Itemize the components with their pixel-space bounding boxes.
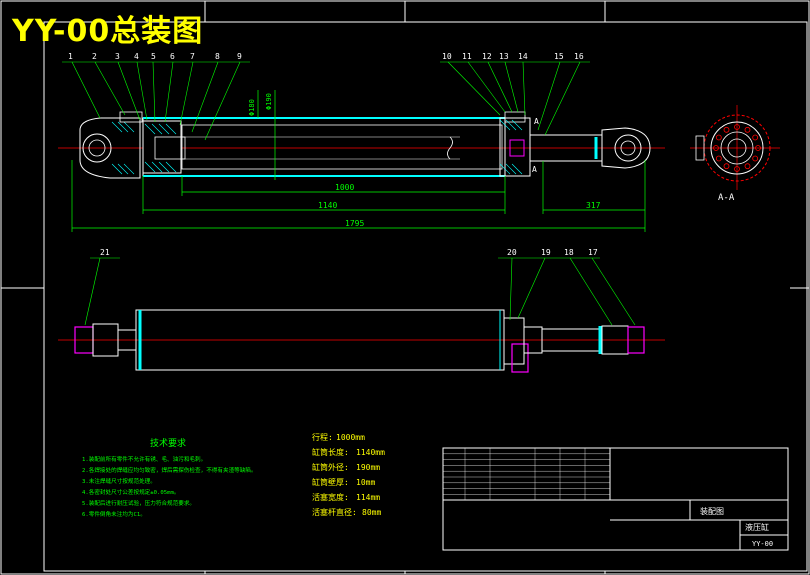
bolt-hole bbox=[752, 134, 759, 141]
title-block-drawing-name: 液压缸 bbox=[745, 522, 769, 532]
bolt-hole bbox=[723, 163, 730, 170]
tech-requirement-item: 1.装配前所有零件不允许有锈、毛、油污和毛刺。 bbox=[82, 455, 206, 463]
part-number: 7 bbox=[190, 52, 195, 61]
outside-view bbox=[58, 309, 665, 373]
section-a-a-bolts bbox=[713, 124, 761, 172]
part-number: 5 bbox=[151, 52, 156, 61]
bolt-hole bbox=[734, 166, 740, 172]
specifications: 行程: 1000mm 缸筒长度: 1140mm 缸筒外径: 190mm 缸筒壁厚… bbox=[312, 432, 385, 517]
part-numbers-bottom: 21 20 19 18 17 bbox=[100, 248, 598, 257]
spec-label: 缸筒壁厚: bbox=[312, 477, 349, 487]
spec-label: 活塞宽度: bbox=[312, 492, 349, 502]
dimension-lines-top bbox=[71, 90, 646, 232]
part-number: 2 bbox=[92, 52, 97, 61]
spec-value: 114mm bbox=[356, 493, 380, 502]
part-number: 13 bbox=[499, 52, 509, 61]
part-number: 17 bbox=[588, 248, 598, 257]
section-a-a-label: A-A bbox=[718, 193, 735, 203]
bolt-hole bbox=[723, 126, 730, 133]
bolt-hole bbox=[715, 134, 722, 141]
dim-stroke: 1000 bbox=[335, 183, 354, 192]
section-marker-bottom: A bbox=[532, 165, 537, 174]
part-number: 15 bbox=[554, 52, 564, 61]
spec-label: 行程: bbox=[312, 432, 333, 442]
dim-total-length: 1795 bbox=[345, 219, 364, 228]
spec-value: 10mm bbox=[356, 478, 375, 487]
spec-label: 活塞杆直径: bbox=[312, 507, 357, 517]
bolt-hole bbox=[713, 145, 719, 151]
section-a-a-view bbox=[690, 105, 780, 190]
spec-value: 1140mm bbox=[356, 448, 385, 457]
drawing-title: YY-00总装图 bbox=[12, 14, 204, 49]
dim-diameter-outer: Φ190 bbox=[265, 93, 273, 110]
part-number: 9 bbox=[237, 52, 242, 61]
title-block-drawing-number: YY-00 bbox=[752, 540, 773, 548]
part-number: 18 bbox=[564, 248, 574, 257]
dim-rod-extension: 317 bbox=[586, 201, 601, 210]
spec-label: 缸筒外径: bbox=[312, 462, 349, 472]
tech-requirement-item: 4.各密封处尺寸公差按规定±0.05mm。 bbox=[82, 488, 179, 496]
bolt-hole bbox=[752, 155, 759, 162]
part-number: 4 bbox=[134, 52, 139, 61]
part-number: 14 bbox=[518, 52, 528, 61]
part-number: 8 bbox=[215, 52, 220, 61]
part-numbers-top: 1 2 3 4 5 6 7 8 9 10 11 12 13 14 15 16 bbox=[68, 52, 584, 61]
part-number: 10 bbox=[442, 52, 452, 61]
dim-body-length: 1140 bbox=[318, 201, 337, 210]
title-block-assembly: 装配图 bbox=[700, 506, 724, 516]
tech-requirements-heading: 技术要求 bbox=[150, 437, 186, 449]
section-marker-top: A bbox=[534, 117, 539, 126]
tech-requirement-item: 2.各焊接处的焊缝应均匀致密，焊后需探伤检查，不得有夹渣等缺陷。 bbox=[82, 466, 257, 474]
inner-border bbox=[43, 21, 808, 572]
technical-requirements: 技术要求 1.装配前所有零件不允许有锈、毛、油污和毛刺。 2.各焊接处的焊缝应均… bbox=[82, 437, 257, 518]
dim-diameter-inner: Φ180 bbox=[248, 99, 256, 116]
leader-lines-bottom bbox=[84, 257, 636, 326]
bolt-hole bbox=[734, 124, 740, 130]
bolt-hole bbox=[715, 155, 722, 162]
part-number: 1 bbox=[68, 52, 73, 61]
tech-requirement-item: 5.装配后进行耐压试验，压力符合规范要求。 bbox=[82, 499, 195, 507]
parts-list-rows bbox=[443, 448, 610, 501]
part-number: 11 bbox=[462, 52, 472, 61]
part-number: 3 bbox=[115, 52, 120, 61]
part-number: 20 bbox=[507, 248, 517, 257]
spec-value: 80mm bbox=[362, 508, 381, 517]
bolt-hole bbox=[755, 145, 761, 151]
part-number: 12 bbox=[482, 52, 492, 61]
part-number: 6 bbox=[170, 52, 175, 61]
parts-list-table bbox=[442, 447, 789, 551]
tech-requirement-item: 3.未注焊缝尺寸按规范处理。 bbox=[82, 477, 156, 485]
spec-value: 190mm bbox=[356, 463, 380, 472]
section-view bbox=[58, 111, 665, 179]
bolt-hole bbox=[744, 163, 751, 170]
part-number: 19 bbox=[541, 248, 551, 257]
tech-requirement-item: 6.零件倒角未注均为C1。 bbox=[82, 510, 146, 518]
spec-label: 缸筒长度: bbox=[312, 447, 349, 457]
spec-value: 1000mm bbox=[336, 433, 365, 442]
bolt-hole bbox=[744, 126, 751, 133]
leader-lines-top bbox=[62, 61, 590, 141]
part-number: 16 bbox=[574, 52, 584, 61]
part-number: 21 bbox=[100, 248, 110, 257]
